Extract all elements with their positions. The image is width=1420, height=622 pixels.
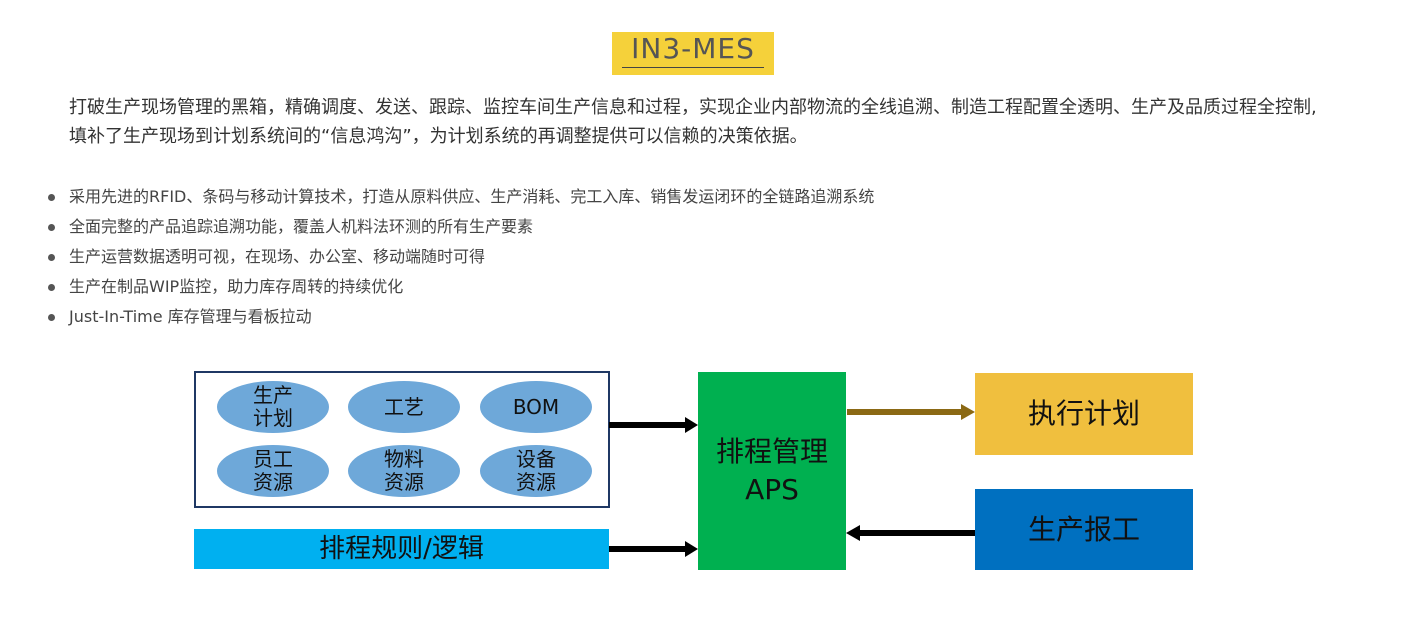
resource-ellipse-staff: 员工 资源: [217, 445, 329, 497]
page-title: IN3-MES: [631, 32, 755, 65]
scheduling-rules-box: 排程规则/逻辑: [194, 529, 609, 569]
resources-box: 生产 计划 工艺 BOM 员工 资源 物料 资源 设备 资源: [194, 371, 610, 508]
arrow-aps-to-execute: [847, 404, 975, 420]
intro-paragraph: 打破生产现场管理的黑箱，精确调度、发送、跟踪、监控车间生产信息和过程，实现企业内…: [69, 97, 1317, 147]
execute-plan-box: 执行计划: [975, 373, 1193, 455]
arrow-report-to-aps: [846, 525, 975, 541]
resource-ellipse-process: 工艺: [348, 381, 460, 433]
feature-item: 采用先进的RFID、条码与移动计算技术，打造从原料供应、生产消耗、完工入库、销售…: [46, 182, 1146, 212]
resource-ellipse-material: 物料 资源: [348, 445, 460, 497]
production-report-box: 生产报工: [975, 489, 1193, 570]
arrow-resources-to-aps: [609, 417, 698, 433]
feature-item: 生产在制品WIP监控，助力库存周转的持续优化: [46, 272, 1146, 302]
resource-ellipse-equipment: 设备 资源: [480, 445, 592, 497]
arrow-rules-to-aps: [609, 541, 698, 557]
title-underline: [622, 67, 764, 68]
feature-item: 生产运营数据透明可视，在现场、办公室、移动端随时可得: [46, 242, 1146, 272]
feature-item: Just-In-Time 库存管理与看板拉动: [46, 302, 1146, 332]
aps-label-line1: 排程管理: [715, 435, 828, 468]
resource-ellipse-plan: 生产 计划: [217, 381, 329, 433]
aps-box: 排程管理 APS: [698, 372, 846, 570]
aps-label-line2: APS: [745, 473, 799, 506]
feature-list: 采用先进的RFID、条码与移动计算技术，打造从原料供应、生产消耗、完工入库、销售…: [46, 182, 1146, 332]
resource-ellipse-bom: BOM: [480, 381, 592, 433]
title-badge: IN3-MES: [612, 32, 774, 75]
feature-item: 全面完整的产品追踪追溯功能，覆盖人机料法环测的所有生产要素: [46, 212, 1146, 242]
